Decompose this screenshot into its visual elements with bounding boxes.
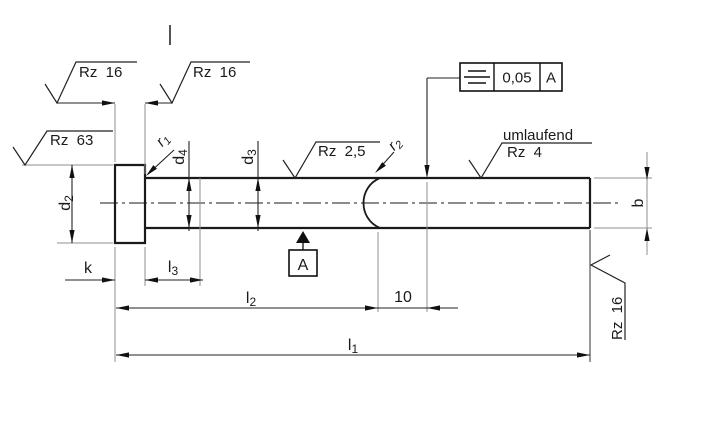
label-10: 10 — [394, 289, 412, 306]
arrow-down-icon — [186, 215, 192, 228]
symmetry-icon — [464, 70, 490, 84]
dimension-d4: d4 — [171, 141, 192, 231]
annotation-umlaufend: umlaufend — [503, 127, 573, 144]
label-l1: l1 — [348, 337, 359, 356]
label-r2: r2 — [385, 134, 407, 155]
dimension-d2: d2 — [57, 165, 76, 243]
arrow-up-icon — [255, 178, 261, 191]
roughness-check-icon — [12, 130, 113, 167]
arrow-up-icon — [69, 165, 75, 178]
dimension-l1: l1 — [116, 337, 590, 358]
roughness-rz16-end: Rz 16 — [609, 297, 626, 340]
arrow-right-icon — [102, 100, 115, 106]
tolerance-frame: 0,05 A — [424, 62, 563, 178]
datum-triangle-icon — [296, 231, 310, 243]
datum-label: A — [298, 257, 309, 274]
arrow-up-icon — [186, 178, 192, 191]
part-outline — [113, 163, 592, 245]
tolerance-value: 0,05 — [502, 70, 531, 87]
label-b: b — [630, 198, 647, 207]
arrow-right-icon — [102, 277, 115, 283]
dimension-l3: l3 — [145, 259, 203, 283]
pin-head-outline — [113, 163, 147, 245]
roughness-check-icon-rotated — [589, 254, 626, 340]
roughness-check-icon — [44, 61, 137, 105]
label-d2: d2 — [57, 195, 76, 211]
radius-r1: r1 — [146, 130, 175, 176]
tolerance-cell-dividers — [493, 63, 541, 91]
head-face-leaders — [57, 100, 172, 106]
label-d3: d3 — [240, 149, 259, 165]
tolerance-leader — [426, 77, 460, 176]
roughness-check-icon — [468, 142, 592, 180]
arrow-left-icon — [145, 100, 158, 106]
arrow-down-icon — [424, 165, 430, 178]
dimension-b: b — [630, 167, 650, 241]
roughness-rz63: Rz 63 — [50, 132, 93, 149]
roughness-rz4: Rz 4 — [507, 144, 542, 161]
arrow-right-icon — [190, 277, 203, 283]
roughness-symbols — [12, 61, 626, 340]
radius-r2: r2 — [375, 134, 407, 173]
arrow-down-icon — [69, 230, 75, 243]
tolerance-datum-ref: A — [546, 70, 556, 87]
arrow-down-icon — [255, 215, 261, 228]
arrow-down-left-icon — [146, 165, 157, 176]
arrow-right-icon — [577, 352, 590, 358]
datum-a: A — [288, 231, 318, 277]
arrow-down-left-icon — [375, 162, 386, 173]
arrow-left-icon — [116, 305, 129, 311]
label-l2: l2 — [246, 290, 257, 309]
arrow-left-icon — [116, 352, 129, 358]
roughness-check-icon — [282, 141, 380, 180]
arrow-right-icon — [365, 305, 378, 311]
label-k: k — [84, 260, 93, 277]
extension-lines — [22, 104, 652, 362]
roughness-check-icon — [159, 61, 250, 105]
arrow-left-icon — [427, 305, 440, 311]
arrow-down-icon — [644, 167, 650, 180]
dimension-10: 10 — [378, 289, 458, 311]
label-d4: d4 — [171, 149, 190, 165]
arrow-left-icon — [145, 277, 158, 283]
roughness-rz16-top-left: Rz 16 — [79, 64, 122, 81]
arrow-up-icon — [644, 228, 650, 241]
dimension-l2: l2 — [116, 290, 378, 311]
roughness-rz16-top-right: Rz 16 — [193, 64, 236, 81]
label-l3: l3 — [168, 259, 179, 278]
dimension-d3: d3 — [240, 141, 261, 231]
label-r1: r1 — [153, 130, 175, 151]
dimension-k: k — [65, 260, 115, 283]
datum-box — [288, 249, 318, 277]
roughness-rz25: Rz 2,5 — [318, 143, 366, 160]
